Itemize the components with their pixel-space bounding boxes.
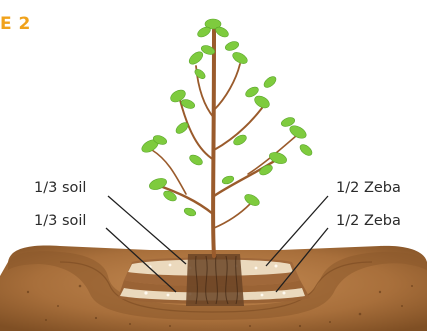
label-zeba-bottom: 1/2 Zeba (336, 214, 401, 229)
label-soil-top: 1/3 soil (34, 181, 86, 196)
tree (140, 19, 314, 256)
label-soil-bottom: 1/3 soil (34, 214, 86, 229)
backfill-layers (118, 254, 310, 306)
figure-title: E 2 (0, 14, 31, 34)
label-zeba-top: 1/2 Zeba (336, 181, 401, 196)
root-ball (186, 254, 244, 306)
